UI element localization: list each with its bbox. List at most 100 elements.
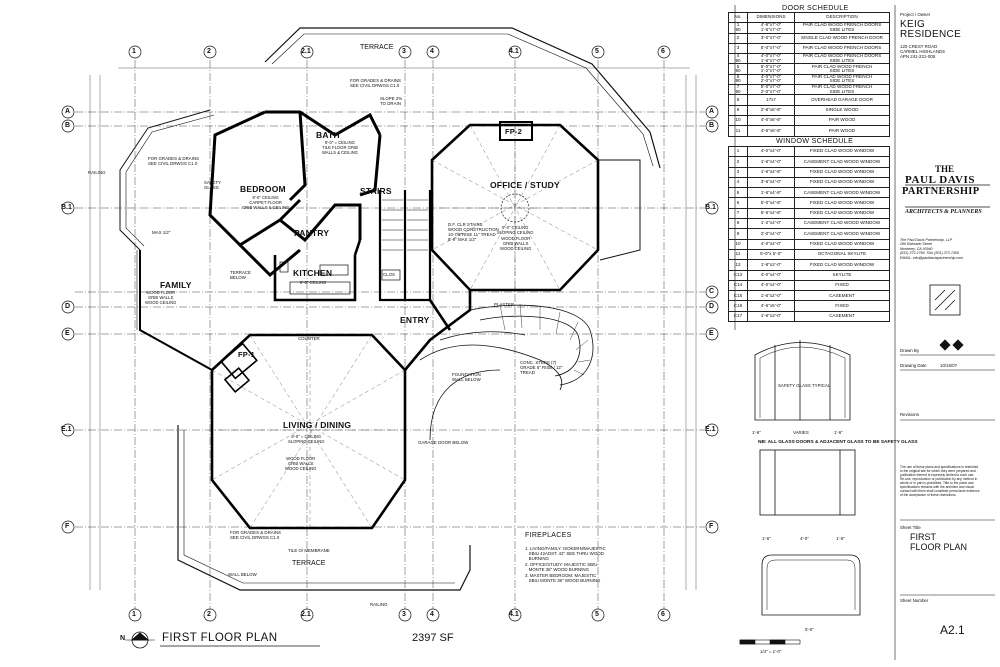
window-schedule-cell: FIXED CLAD WOOD WINDOW — [794, 166, 890, 178]
door-schedule-cell: 11 — [728, 125, 748, 137]
wall-below-label: WALL BELOW — [228, 572, 257, 577]
fireplace-item-2: 2. OFFICE/STUDY: MAJESTIC SBIU MONTE 36"… — [525, 562, 598, 572]
door-schedule-cell: 4 90 — [728, 53, 748, 65]
grid-label-4-1-bottom: 4.1 — [509, 611, 519, 618]
dim-left-1: 1'-6" — [752, 430, 761, 435]
door-schedule-cell: 17x7 — [747, 94, 795, 106]
window-schedule-cell: FIXED CLAD WOOD WINDOW — [794, 259, 890, 271]
counter-label: COUNTER — [298, 336, 320, 341]
dim-right-1: 1'-6" — [834, 430, 843, 435]
dim-bottom-2: 4'-0" — [800, 536, 809, 541]
window-schedule-cell: 1'-6"x4'-8" — [747, 166, 795, 178]
window-schedule-cell: 9 — [728, 228, 748, 240]
garage-below-label: GARAGE DOOR BELOW — [418, 440, 469, 445]
safety-glass-typical-label: SAFETY GLASS TYPICAL — [778, 383, 831, 388]
dim-bottom-1: 1'-6" — [762, 536, 771, 541]
bath-label: BATH — [316, 130, 340, 140]
family-note: WOOD FLOOR GRIB WALLS WOOD CEILING — [145, 290, 177, 305]
grid-label-5: 5 — [595, 48, 599, 55]
window-schedule-cell: CASEMENT — [794, 310, 890, 323]
closet-label: CLOS — [383, 272, 395, 277]
revisions-label: Revisions — [900, 412, 920, 417]
window-schedule-cell: 4 — [728, 176, 748, 189]
door-schedule-cell: PAIR CLAD WOOD FRENCH SIDE LITES — [794, 63, 890, 75]
window-schedule-cell: 11 — [728, 248, 748, 261]
door-schedule-cell: 4'-6"x6'-8" — [747, 125, 795, 137]
door-schedule-cell: SINGLE WOOD — [794, 104, 890, 116]
grid-label-e1: E.1 — [61, 426, 72, 433]
grid-label-f: F — [65, 523, 70, 530]
door-schedule-cell: 9 — [728, 104, 748, 116]
grid-label-4-1: 4.1 — [509, 48, 519, 55]
grid-label-1: 1 — [132, 48, 136, 55]
window-schedule-cell: FIXED CLAD WOOD WINDOW — [794, 145, 890, 158]
window-schedule-cell: 1'-6"x4'-8" — [747, 187, 795, 199]
fireplaces-title: FIREPLACES — [525, 532, 572, 539]
window-schedule-cell: 4'-0"x4'-0" — [747, 238, 795, 250]
door-schedule-cell: PAIR WOOD — [794, 114, 890, 127]
window-schedule-cell: CASEMENT CLAD WOOD WINDOW — [794, 187, 890, 199]
window-schedule-cell: C14 — [728, 279, 748, 292]
project-owner-label: Project / Owner — [900, 12, 931, 17]
grid-label-d: D — [65, 303, 71, 310]
grid-label-a-right: A — [709, 108, 715, 115]
door-schedule-cell: 5'-0"x7'-0" 2'-0"x7'-0" — [747, 84, 795, 96]
grading-note-1: FOR GRADES & DRAINS SEE CIVIL DRWGS C1.0 — [148, 156, 199, 166]
dim-window-width: 5'-0" — [805, 627, 814, 632]
door-schedule-cell: 4'-0"x7'-0" 1'-6"x7'-0" — [747, 53, 795, 65]
door-schedule-cell: 7 90 — [728, 84, 748, 96]
window-schedule-cell: 6'-6"x4'-8" — [747, 207, 795, 220]
grid-label-d-right: D — [709, 303, 715, 310]
living-dining-label: LIVING / DINING — [283, 420, 352, 430]
terrace-top-label: TERRACE — [360, 44, 394, 51]
drawing-date: 10/19/07 — [940, 363, 958, 368]
sheet-title-label: Sheet Title — [900, 525, 921, 530]
window-schedule-cell: CASEMENT — [794, 290, 890, 302]
window-schedule-cell: 1'-6"x2'-0" — [747, 290, 795, 302]
living-note: 8'-0" = CEILING SLOPING CEILING — [288, 434, 325, 444]
project-address: 120 CREST ROAD CARMEL HIGHLANDS APN 241-… — [900, 44, 945, 59]
plaster-note: PLASTER — [494, 302, 515, 307]
foundation-label: FOUNDATION WALL BELOW — [452, 372, 481, 382]
door-schedule-cell: 4'-6"x7'-0" 1'-6"x7'-0" — [747, 22, 795, 34]
fp1-label: FP-1 — [238, 350, 256, 359]
door-schedule-cell: PAIR CLAD WOOD FRENCH SIDE LITES — [794, 73, 890, 86]
door-schedule-cell: 2'-8"x6'-8" — [747, 104, 795, 116]
door-schedule-cell: SINGLE CLAD WOOD FRENCH DOOR — [794, 32, 890, 44]
grid-label-a: A — [65, 108, 71, 115]
window-schedule-cell: C16 — [728, 300, 748, 312]
window-schedule-cell: 12 — [728, 259, 748, 271]
stair-construction-note: D.F. CLR STAIRS WOOD CONSTRUCTION 10-7/8… — [448, 222, 499, 242]
firm-contact-info: The Paul Davis Partnership, LLP 286 Eldo… — [900, 238, 964, 260]
door-schedule-cell: 8 — [728, 94, 748, 106]
scale-label: 1/4" = 1'-0" — [760, 649, 782, 654]
fireplace-item-1: 1. LIVING/FAMILY: ISOKERN/MAJESTIC SBIU … — [525, 546, 606, 561]
window-schedule-cell: 1'-6"x3'-0" — [747, 310, 795, 323]
door-schedule-cell: PAIR WOOD — [794, 125, 890, 137]
window-schedule-cell: 1'-6"x4'-0" — [747, 156, 795, 168]
door-schedule-cell: 4'-0"x7'-0" 2'-0"x7'-0" — [747, 73, 795, 86]
plan-title: FIRST FLOOR PLAN — [162, 632, 278, 644]
window-schedule-cell: OCTAGONAL SKYLITE — [794, 248, 890, 261]
window-schedule-cell: CASEMENT CLAD WOOD WINDOW — [794, 228, 890, 240]
terrace-below-note: TERRACE BELOW — [230, 270, 251, 280]
door-schedule-cell: 2 — [728, 32, 748, 44]
door-schedule-cell: 10 — [728, 114, 748, 127]
drawing-date-label: Drawing Date — [900, 363, 927, 368]
window-schedule-cell: 6 — [728, 197, 748, 209]
window-schedule-cell: 4'-0"x4'-0" — [747, 269, 795, 281]
window-schedule-cell: 4'-6"x5'-0" — [747, 300, 795, 312]
door-schedule-cell: 1 90 — [728, 22, 748, 34]
